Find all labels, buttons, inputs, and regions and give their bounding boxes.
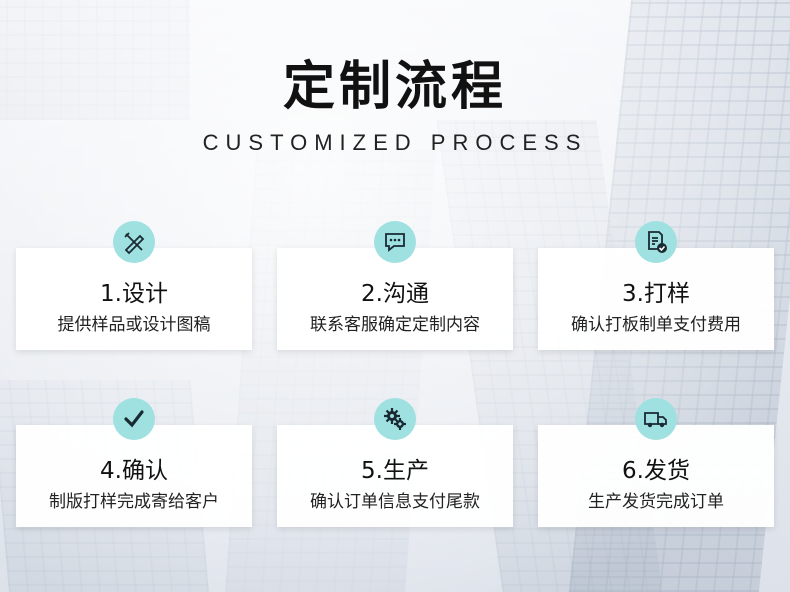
chat-bubble-icon (374, 221, 416, 263)
step-desc: 生产发货完成订单 (588, 492, 724, 512)
step-title: 1.设计 (100, 281, 168, 307)
document-check-icon (635, 221, 677, 263)
step-title: 4.确认 (100, 458, 168, 484)
checkmark-icon (113, 398, 155, 440)
step-title: 5.生产 (361, 458, 429, 484)
step-card-production: 5.生产 确认订单信息支付尾款 (277, 425, 513, 527)
step-card-shipping: 6.发货 生产发货完成订单 (538, 425, 774, 527)
step-desc: 制版打样完成寄给客户 (49, 492, 219, 512)
step-title: 6.发货 (622, 458, 690, 484)
page-subtitle: CUSTOMIZED PROCESS (202, 130, 588, 155)
step-card-design: 1.设计 提供样品或设计图稿 (16, 248, 252, 350)
step-title: 3.打样 (622, 281, 690, 307)
step-desc: 联系客服确定定制内容 (310, 315, 480, 335)
pencil-ruler-icon (113, 221, 155, 263)
gears-icon (374, 398, 416, 440)
delivery-truck-icon (635, 398, 677, 440)
step-card-sample: 3.打样 确认打板制单支付费用 (538, 248, 774, 350)
step-card-communicate: 2.沟通 联系客服确定定制内容 (277, 248, 513, 350)
step-desc: 确认打板制单支付费用 (571, 315, 741, 335)
step-title: 2.沟通 (361, 281, 429, 307)
step-card-confirm: 4.确认 制版打样完成寄给客户 (16, 425, 252, 527)
step-desc: 确认订单信息支付尾款 (310, 492, 480, 512)
page-title: 定制流程 (282, 57, 507, 117)
step-desc: 提供样品或设计图稿 (57, 315, 211, 335)
